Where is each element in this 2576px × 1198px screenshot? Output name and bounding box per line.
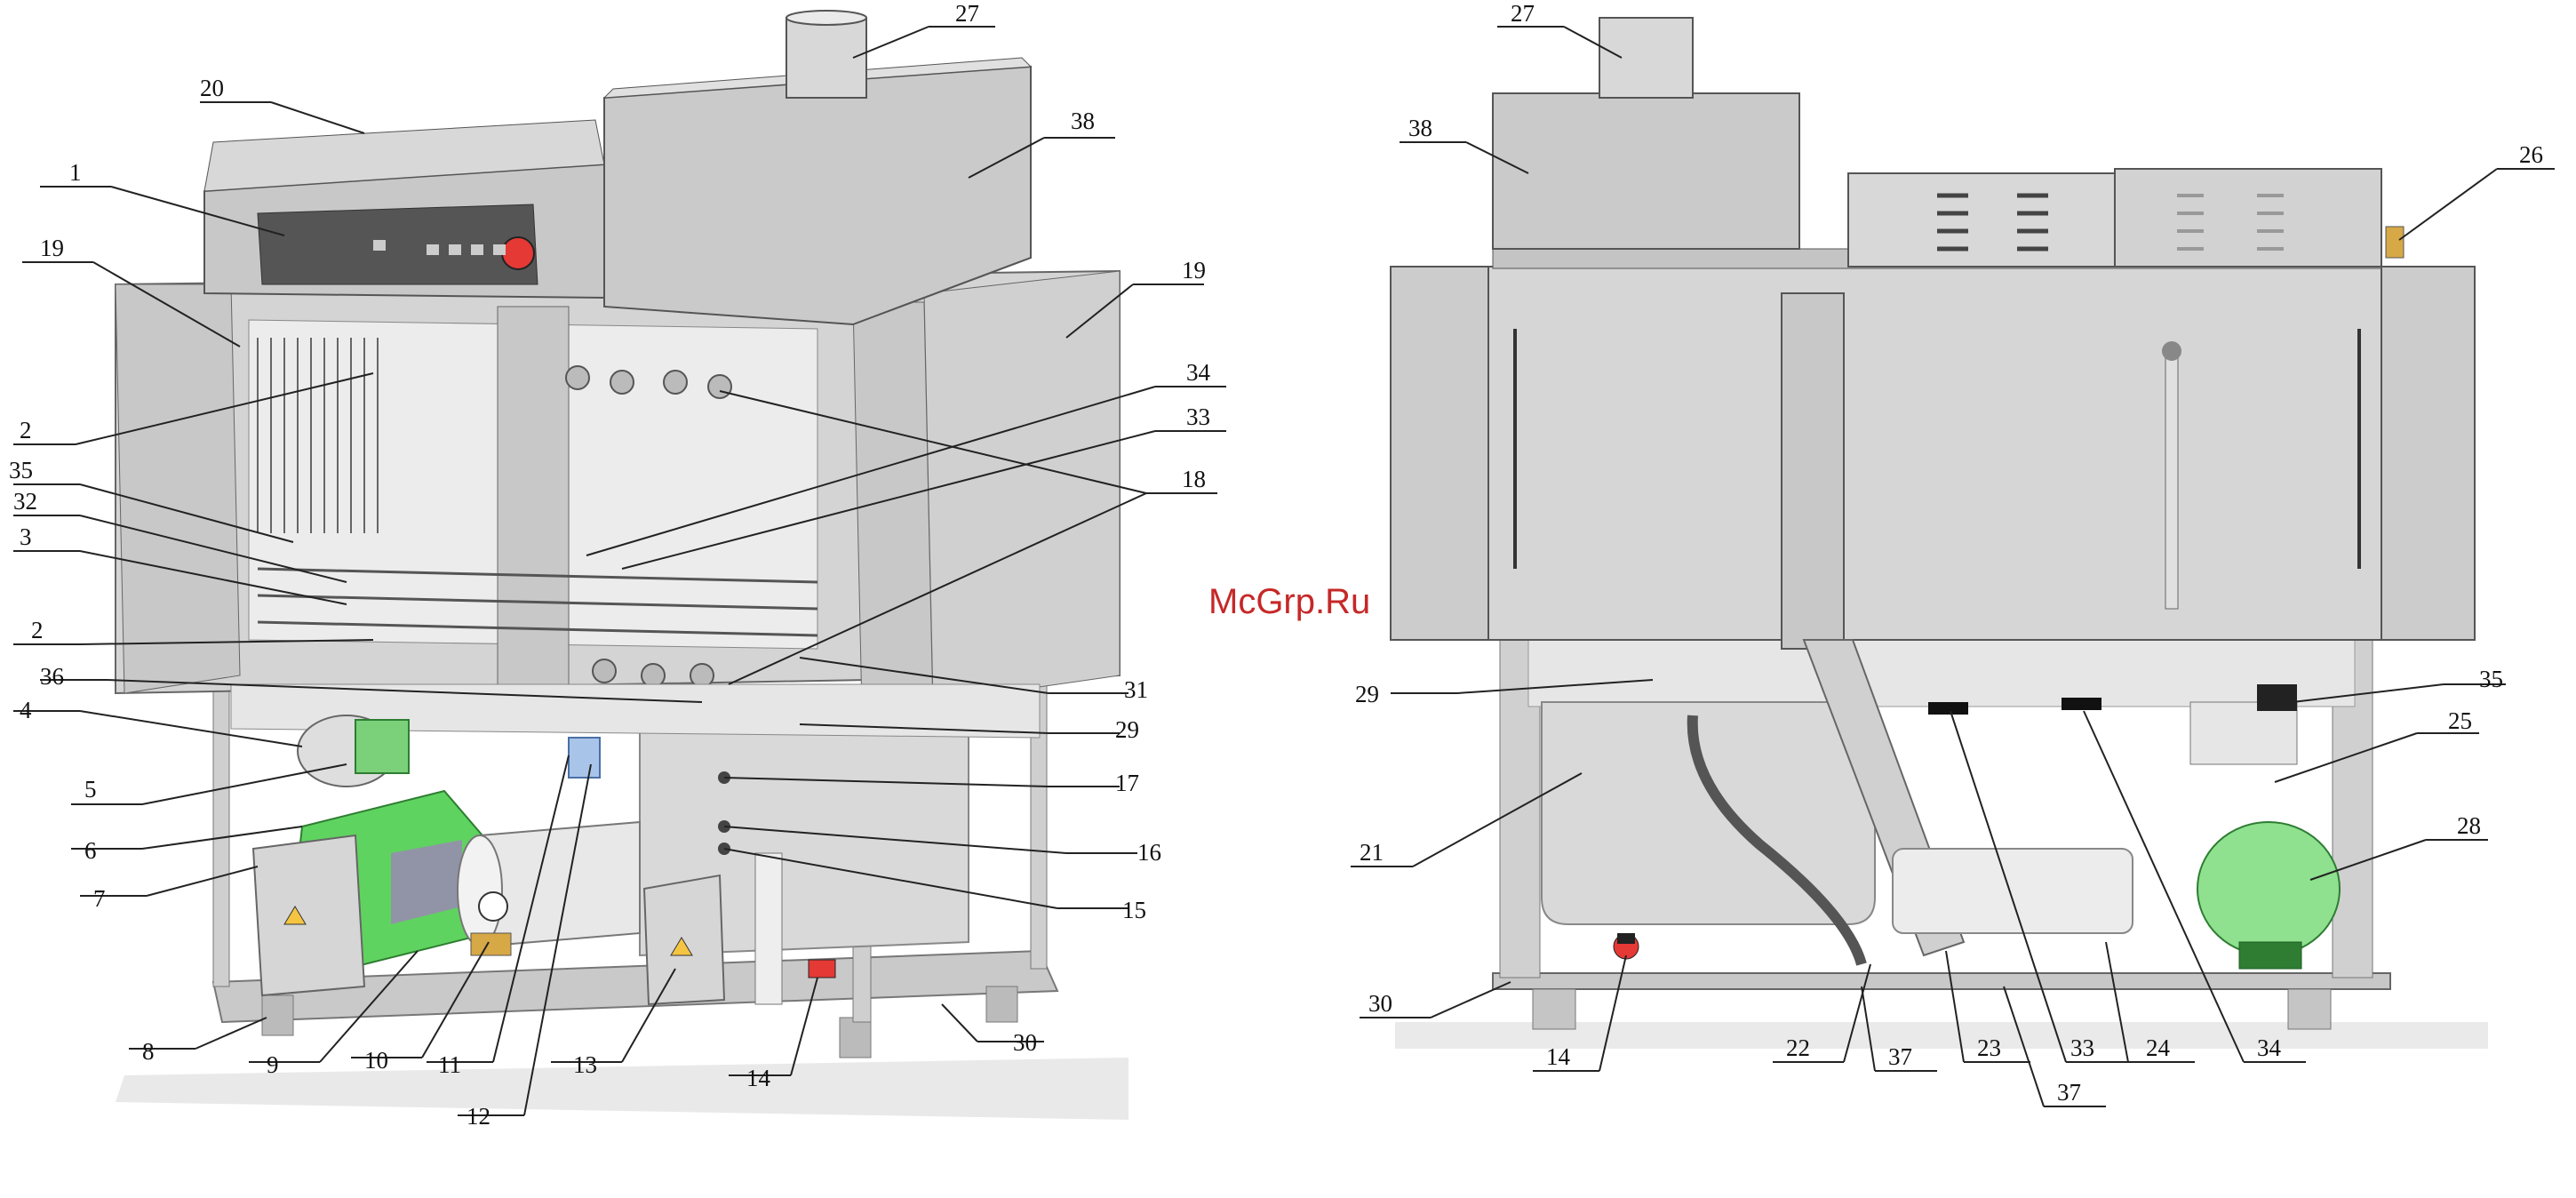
callout-2-upper: 2 xyxy=(20,417,32,443)
callout-17: 17 xyxy=(1115,770,1139,796)
callout-18: 18 xyxy=(1182,466,1206,492)
callout-9: 9 xyxy=(267,1051,279,1078)
callout-35: 35 xyxy=(9,457,33,483)
callout-34: 34 xyxy=(1186,359,1211,386)
callout-15: 15 xyxy=(1122,897,1146,923)
callout-37-a: 37 xyxy=(1888,1043,1912,1070)
callout-38-right: 38 xyxy=(1408,115,1432,141)
callout-13: 13 xyxy=(573,1051,597,1078)
callout-12: 12 xyxy=(467,1103,490,1130)
callout-10: 10 xyxy=(364,1047,388,1074)
callout-38: 38 xyxy=(1071,108,1095,134)
watermark: McGrp.Ru xyxy=(1208,582,1370,621)
callout-5: 5 xyxy=(84,776,97,803)
callout-27: 27 xyxy=(955,0,979,27)
callout-27-right: 27 xyxy=(1511,0,1535,27)
callout-24: 24 xyxy=(2146,1034,2171,1061)
callout-19-right: 19 xyxy=(1182,257,1206,284)
callout-11: 11 xyxy=(438,1051,461,1078)
callout-32: 32 xyxy=(13,488,37,515)
callout-22: 22 xyxy=(1786,1034,1810,1061)
callout-14-right: 14 xyxy=(1546,1043,1571,1070)
callout-21: 21 xyxy=(1360,839,1384,866)
callout-33-right: 33 xyxy=(2070,1034,2094,1061)
callout-34-right: 34 xyxy=(2257,1034,2282,1061)
callout-2-lower: 2 xyxy=(31,617,44,643)
callout-30-right: 30 xyxy=(1368,990,1392,1017)
callout-20: 20 xyxy=(200,75,224,101)
callout-4: 4 xyxy=(20,697,32,723)
callout-23: 23 xyxy=(1977,1034,2001,1061)
callout-1: 1 xyxy=(69,159,82,186)
callout-6: 6 xyxy=(84,837,97,864)
callout-37-b: 37 xyxy=(2057,1079,2081,1106)
callout-26: 26 xyxy=(2519,141,2543,168)
callout-29: 29 xyxy=(1115,716,1139,743)
callout-35-right: 35 xyxy=(2479,666,2503,692)
callout-29-right: 29 xyxy=(1355,681,1379,707)
callout-16: 16 xyxy=(1137,839,1161,866)
callout-33: 33 xyxy=(1186,403,1210,430)
right-machine-view xyxy=(1391,18,2488,1049)
callout-30-left: 30 xyxy=(1013,1029,1037,1056)
callout-28: 28 xyxy=(2457,812,2481,839)
callout-36: 36 xyxy=(40,663,64,690)
callout-25: 25 xyxy=(2448,707,2472,734)
callout-19-left: 19 xyxy=(40,235,64,261)
callout-14-left: 14 xyxy=(746,1065,771,1091)
callout-7: 7 xyxy=(93,885,106,912)
callout-8: 8 xyxy=(142,1038,155,1065)
callout-31: 31 xyxy=(1124,676,1148,703)
left-machine-view xyxy=(116,11,1128,1120)
callout-3: 3 xyxy=(20,523,32,550)
